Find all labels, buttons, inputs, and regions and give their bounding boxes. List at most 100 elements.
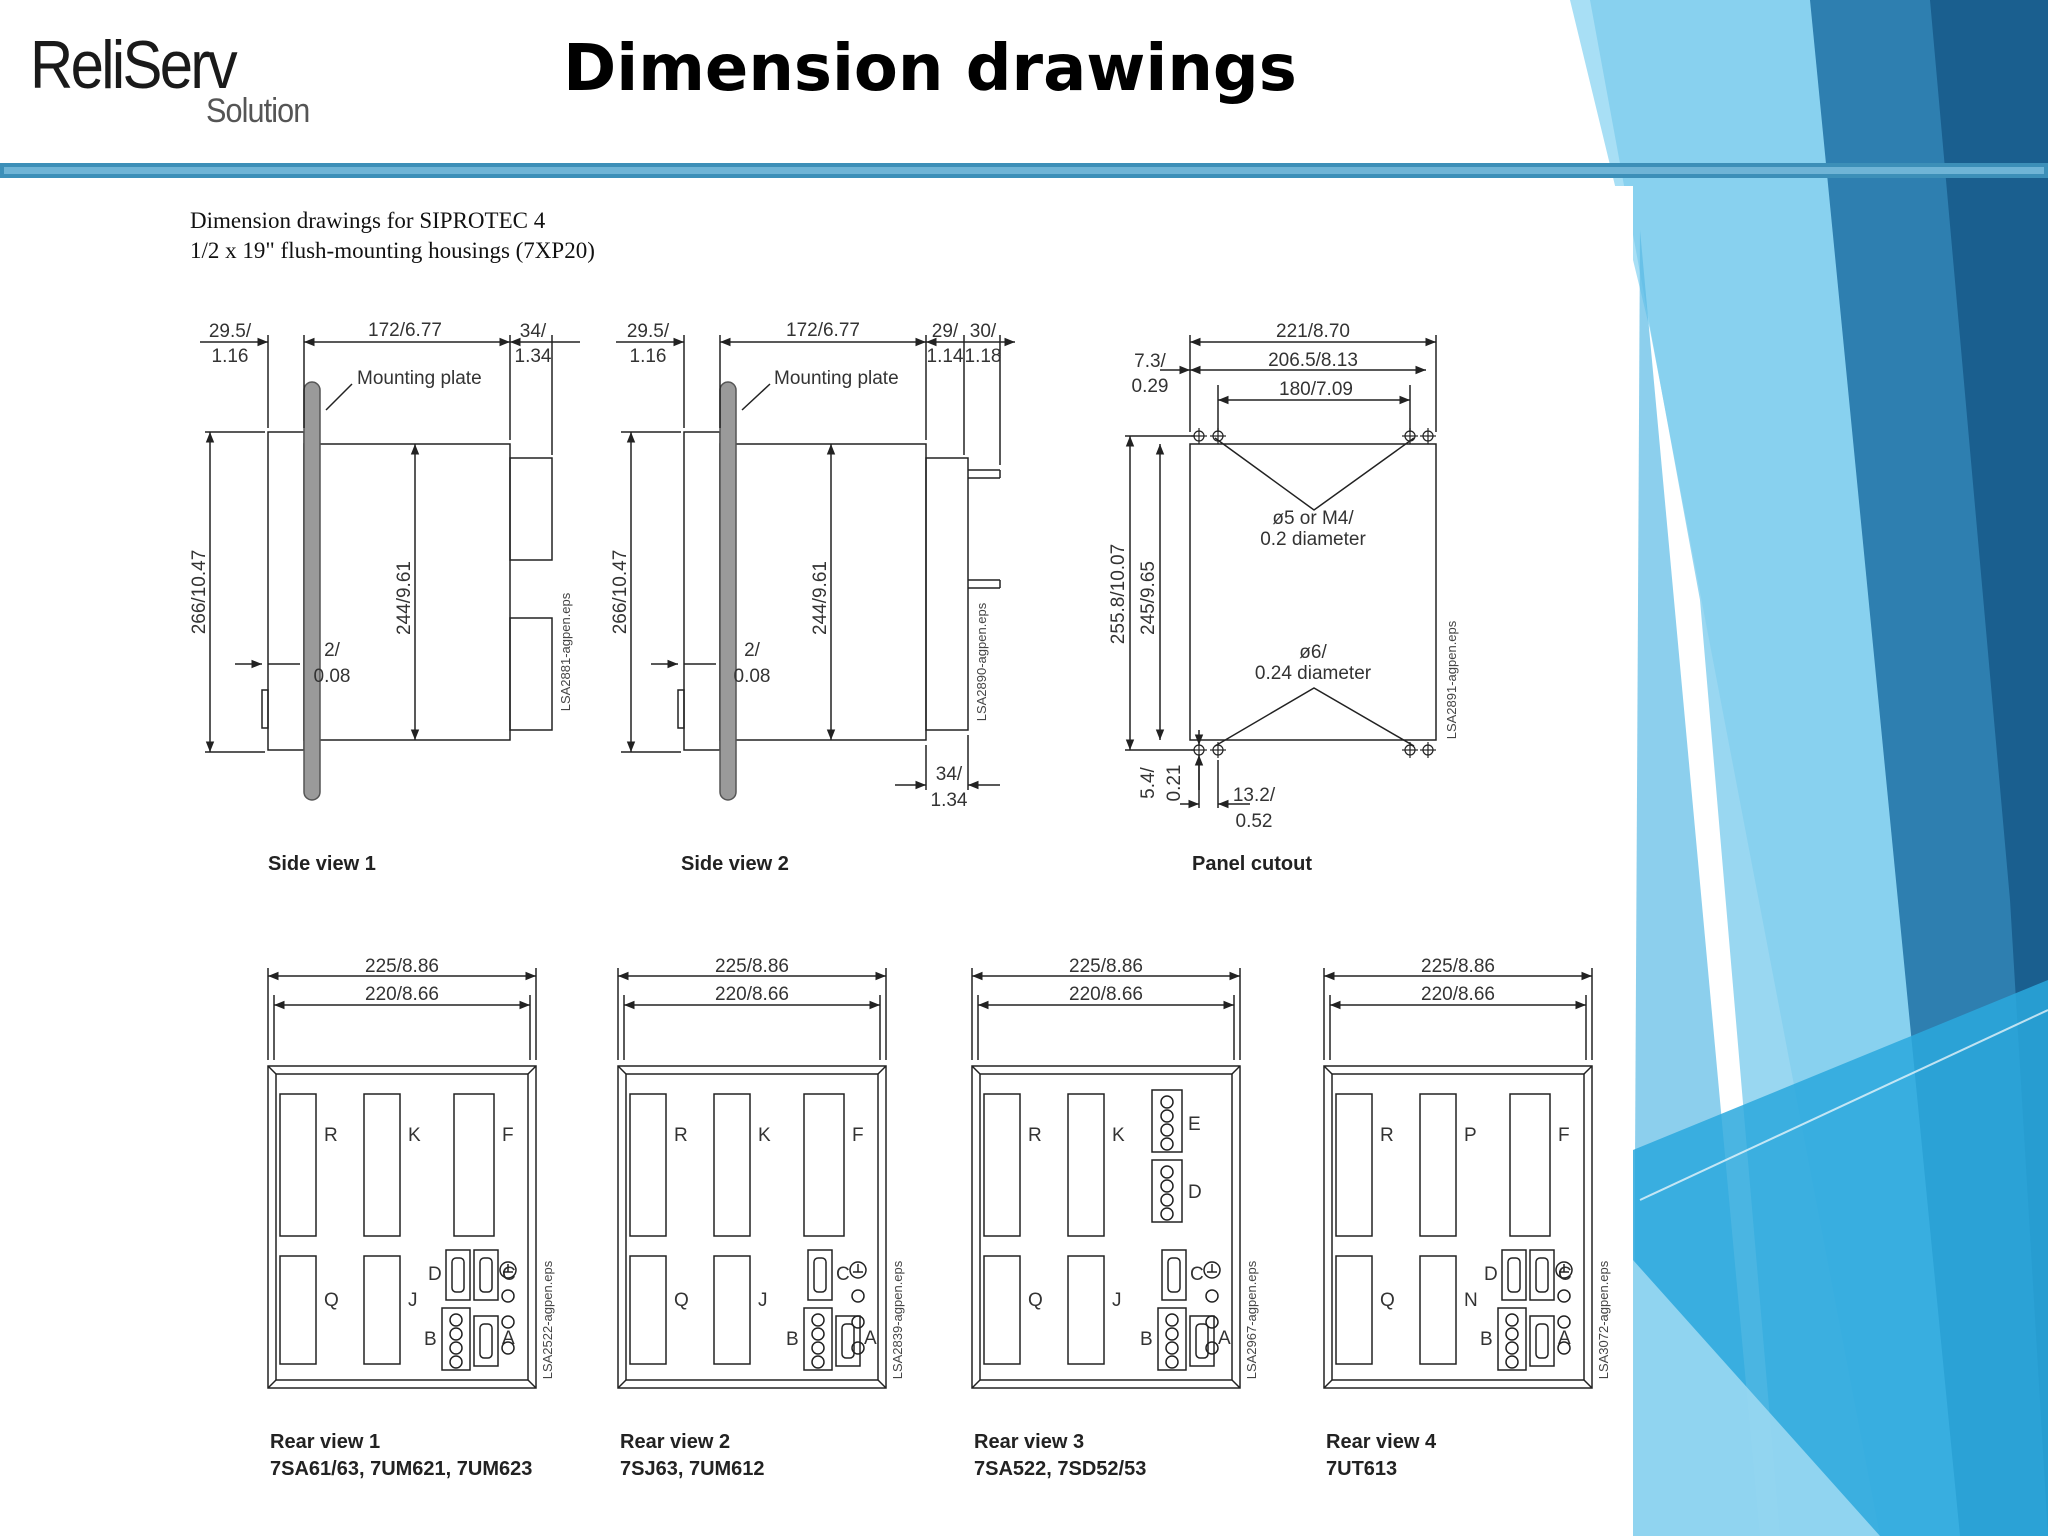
ground-icon xyxy=(499,1261,517,1279)
slot-label-R: R xyxy=(1380,1125,1394,1146)
side1-dim-top-left-b: 1.16 xyxy=(212,346,249,367)
side2-dim-top-left-b: 1.16 xyxy=(630,346,667,367)
panel-cutout-drawing xyxy=(1125,335,1437,809)
module-slot xyxy=(279,1093,317,1237)
port-label-D: D xyxy=(428,1264,442,1285)
slot-label-Q: Q xyxy=(674,1290,689,1311)
module-slot xyxy=(983,1255,1021,1365)
side2-dim-gap-a: 2/ xyxy=(744,640,761,661)
side1-dim-top-right-b: 1.34 xyxy=(515,346,552,367)
rear-models: 7UT613 xyxy=(1326,1458,1397,1480)
port-label-B: B xyxy=(1140,1329,1153,1350)
rear-dim-outer: 225/8.86 xyxy=(365,956,439,977)
side2-dim-inner: 244/9.61 xyxy=(810,561,831,635)
module-slot xyxy=(629,1255,667,1365)
rear-caption: Rear view 2 xyxy=(620,1431,730,1453)
slot-label-R: R xyxy=(1028,1125,1042,1146)
led-dot xyxy=(1205,1341,1219,1355)
slot-label-F: F xyxy=(1558,1125,1570,1146)
rear-caption: Rear view 3 xyxy=(974,1431,1084,1453)
port-label-C: C xyxy=(502,1264,516,1285)
side1-dim-inner: 244/9.61 xyxy=(394,561,415,635)
rear-models: 7SJ63, 7UM612 xyxy=(620,1458,765,1480)
side-view-1 xyxy=(200,335,580,801)
module-slot xyxy=(1067,1093,1105,1237)
slot-label-K: K xyxy=(408,1125,421,1146)
reliserv-logo: ReliServ Solution xyxy=(30,26,330,136)
cutout-dim-bl-b: 0.21 xyxy=(1164,765,1185,802)
module-slot xyxy=(803,1093,845,1237)
port-label-B: B xyxy=(786,1329,799,1350)
cutout-hole-bot-b: 0.24 diameter xyxy=(1255,663,1372,684)
led-dot xyxy=(1205,1315,1219,1329)
side1-caption: Side view 1 xyxy=(268,853,376,875)
rear-dim-outer: 225/8.86 xyxy=(715,956,789,977)
cutout-dim-h1: 255.8/10.07 xyxy=(1108,544,1129,644)
module-slot xyxy=(363,1255,401,1365)
rear-file-label: LSA2839-agpen.eps xyxy=(890,1260,905,1379)
rear-file-label: LSA2522-agpen.eps xyxy=(540,1260,555,1379)
module-slot xyxy=(363,1093,401,1237)
slot-label-J: J xyxy=(408,1290,418,1311)
side2-dim-top-r1-b: 1.14 xyxy=(927,346,964,367)
drawing-panel xyxy=(0,186,1633,1536)
side-view-2 xyxy=(616,335,1015,801)
ground-icon xyxy=(1203,1261,1221,1279)
logo-main-text: ReliServ xyxy=(30,27,238,103)
slot-label-N: N xyxy=(1464,1290,1478,1311)
side1-dim-height: 266/10.47 xyxy=(189,550,210,635)
module-slot xyxy=(713,1093,751,1237)
cutout-hole-top-b: 0.2 diameter xyxy=(1260,529,1366,550)
slot-label-J: J xyxy=(758,1290,768,1311)
module-slot xyxy=(453,1093,495,1237)
led-dot xyxy=(851,1315,865,1329)
side2-dim-top-r2-b: 1.18 xyxy=(965,346,1002,367)
cutout-dim-w2: 206.5/8.13 xyxy=(1268,350,1358,371)
cutout-file-label: LSA2891-agpen.eps xyxy=(1444,620,1459,739)
led-dot xyxy=(851,1289,865,1303)
mounting-hole-markers xyxy=(1191,428,1436,758)
cutout-dim-left-a: 7.3/ xyxy=(1134,351,1166,372)
side2-dim-top-r1-a: 29/ xyxy=(932,321,959,342)
module-slot xyxy=(1335,1093,1373,1237)
port-label-A: A xyxy=(1218,1328,1231,1349)
port-label-C: C xyxy=(1190,1264,1204,1285)
port-label-A: A xyxy=(864,1328,877,1349)
side2-dim-top-left-a: 29.5/ xyxy=(627,321,670,342)
rear-file-label: LSA3072-agpen.eps xyxy=(1596,1260,1611,1379)
side1-dim-gap-a: 2/ xyxy=(324,640,341,661)
port-label-C: C xyxy=(1558,1264,1572,1285)
side2-dim-bottom-b: 1.34 xyxy=(931,790,968,811)
cutout-dim-w3: 180/7.09 xyxy=(1279,379,1353,400)
module-slot xyxy=(1067,1255,1105,1365)
side2-dim-height: 266/10.47 xyxy=(610,550,631,635)
rear-dim-outer: 225/8.86 xyxy=(1069,956,1143,977)
slide-title: Dimension drawings xyxy=(563,32,1297,106)
module-slot xyxy=(1419,1093,1457,1237)
drawing-header-line2: 1/2 x 19" flush-mounting housings (7XP20… xyxy=(190,238,595,263)
led-dot xyxy=(1557,1315,1571,1329)
module-slot xyxy=(629,1093,667,1237)
side1-dim-top-left-a: 29.5/ xyxy=(209,321,252,342)
module-slot xyxy=(1419,1255,1457,1365)
slot-label-F: F xyxy=(502,1125,514,1146)
dimension-drawings: 29.5/ 1.16 172/6.77 34/ 1.34 Mounting pl… xyxy=(189,320,1611,1480)
side1-file-label: LSA2881-agpen.eps xyxy=(558,592,573,711)
side2-file-label: LSA2890-agpen.eps xyxy=(974,602,989,721)
side1-dim-top-right-a: 34/ xyxy=(520,321,547,342)
rear-caption: Rear view 4 xyxy=(1326,1431,1437,1453)
module-slot xyxy=(983,1093,1021,1237)
rear-caption: Rear view 1 xyxy=(270,1431,380,1453)
cutout-dim-h2: 245/9.65 xyxy=(1138,561,1159,635)
rear-dim-inner: 220/8.66 xyxy=(1069,984,1143,1005)
led-dot xyxy=(851,1341,865,1355)
port-label-C: C xyxy=(836,1264,850,1285)
slot-label-Q: Q xyxy=(324,1290,339,1311)
led-dot xyxy=(1557,1341,1571,1355)
side2-dim-gap-b: 0.08 xyxy=(734,666,771,687)
slot-label-K: K xyxy=(758,1125,771,1146)
slot-label-R: R xyxy=(674,1125,688,1146)
side2-dim-bottom-a: 34/ xyxy=(936,764,963,785)
